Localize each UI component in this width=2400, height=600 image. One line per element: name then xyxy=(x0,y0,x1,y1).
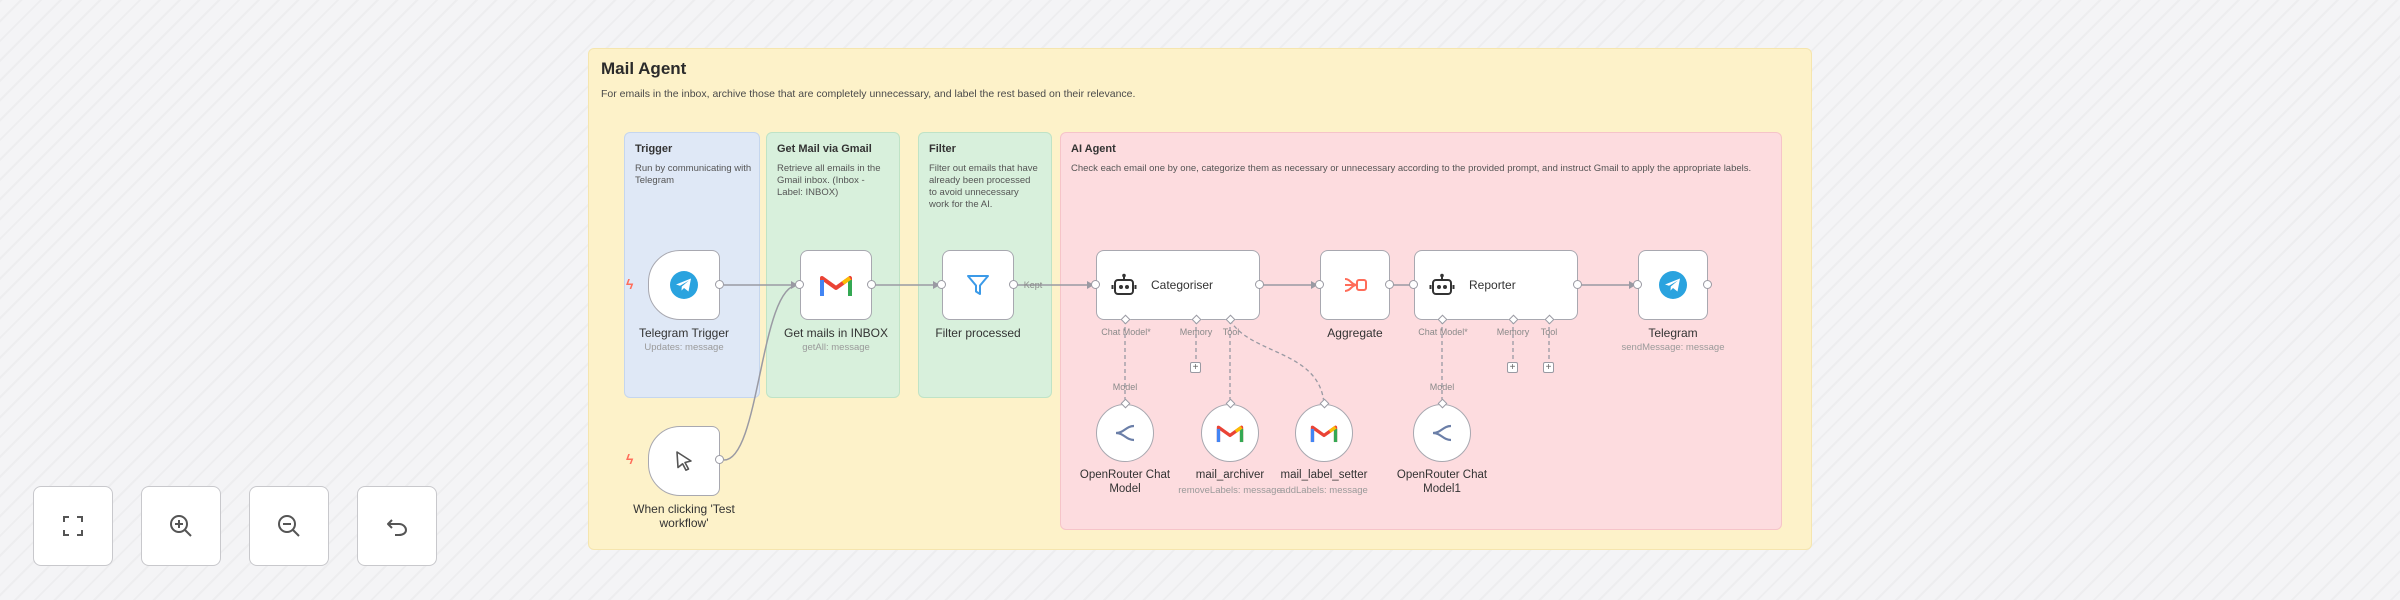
trigger-bolt-icon: ϟ xyxy=(626,276,634,292)
robot-icon xyxy=(1111,273,1137,295)
zoom-out-icon xyxy=(278,515,300,537)
arrowhead xyxy=(1311,281,1318,289)
sticky-ai-agent[interactable]: AI Agent Check each email one by one, ca… xyxy=(1060,132,1782,530)
node-label: Aggregate xyxy=(1327,326,1383,340)
output-port[interactable] xyxy=(867,280,876,289)
tool-port-label: Tool xyxy=(1222,327,1240,337)
connection-tool-mail-label-setter xyxy=(1229,319,1325,405)
filter-node[interactable] xyxy=(942,250,1014,320)
sticky-title: Filter xyxy=(929,143,956,155)
telegram-icon xyxy=(1659,271,1687,299)
memory-port-label: Memory xyxy=(1179,327,1213,337)
output-port[interactable] xyxy=(1255,280,1264,289)
openrouter-icon xyxy=(1115,424,1135,442)
add-memory-button[interactable]: + xyxy=(1507,362,1518,373)
node-label: mail_archiver xyxy=(1195,469,1265,481)
sticky-description: Retrieve all emails in the Gmail inbox. … xyxy=(777,163,881,198)
zoom-in-icon xyxy=(170,515,192,537)
node-label: When clicking 'Test workflow' xyxy=(633,502,735,530)
output-port[interactable] xyxy=(1385,280,1394,289)
reporter-agent-node[interactable]: Reporter xyxy=(1414,250,1578,320)
telegram-icon xyxy=(670,271,698,299)
undo-icon xyxy=(387,519,408,536)
input-port[interactable] xyxy=(1315,280,1324,289)
mail-archiver-tool-node[interactable] xyxy=(1201,404,1259,462)
node-label: Get mails in INBOX xyxy=(783,326,889,340)
input-port[interactable] xyxy=(1633,280,1642,289)
mail-label-setter-tool-node[interactable] xyxy=(1295,404,1353,462)
sticky-description: Filter out emails that have already been… xyxy=(929,163,1038,210)
sticky-title: Get Mail via Gmail xyxy=(777,143,872,155)
aggregate-node[interactable] xyxy=(1320,250,1390,320)
telegram-trigger-node[interactable] xyxy=(648,250,720,320)
fit-view-button[interactable] xyxy=(33,486,113,566)
input-port[interactable] xyxy=(937,280,946,289)
node-label: mail_label_setter xyxy=(1280,469,1368,481)
gmail-icon xyxy=(820,276,852,296)
node-label: OpenRouter Chat Model1 xyxy=(1396,469,1488,495)
output-port[interactable] xyxy=(1009,280,1018,289)
node-subtitle: getAll: message xyxy=(802,342,870,353)
telegram-send-node[interactable] xyxy=(1638,250,1708,320)
openrouter-model-node[interactable] xyxy=(1096,404,1154,462)
openrouter-icon xyxy=(1432,424,1452,442)
arrowhead xyxy=(1087,281,1094,289)
robot-icon xyxy=(1429,273,1455,295)
node-label: Categoriser xyxy=(1151,278,1214,292)
reset-zoom-button[interactable] xyxy=(357,486,437,566)
workflow-title: Mail Agent xyxy=(601,59,687,78)
trigger-bolt-icon: ϟ xyxy=(626,451,634,467)
zoom-out-button[interactable] xyxy=(249,486,329,566)
chat-model-port-label: Chat Model* xyxy=(1101,327,1151,337)
memory-port-label: Memory xyxy=(1496,327,1530,337)
input-port[interactable] xyxy=(795,280,804,289)
sticky-description: Run by communicating with Telegram xyxy=(635,163,752,186)
chat-model-port-label: Chat Model* xyxy=(1418,327,1468,337)
node-label: Telegram Trigger xyxy=(638,326,730,340)
sticky-title: Trigger xyxy=(635,143,673,155)
node-label: Reporter xyxy=(1469,278,1516,292)
fit-view-icon xyxy=(63,516,83,536)
manual-trigger-node[interactable] xyxy=(648,426,720,496)
node-label: Telegram xyxy=(1648,326,1698,340)
output-port[interactable] xyxy=(1703,280,1712,289)
node-subtitle: removeLabels: message xyxy=(1178,485,1282,496)
sticky-title: AI Agent xyxy=(1071,143,1116,155)
model-label: Model xyxy=(1429,382,1455,392)
openrouter-model-node[interactable] xyxy=(1413,404,1471,462)
aggregate-icon xyxy=(1344,278,1367,292)
connection-manual-trigger-to-gmail xyxy=(723,284,799,461)
tool-port-label: Tool xyxy=(1540,327,1558,337)
add-memory-button[interactable]: + xyxy=(1190,362,1201,373)
arrowhead xyxy=(1629,281,1636,289)
node-label: Filter processed xyxy=(935,326,1021,340)
add-tool-button[interactable]: + xyxy=(1543,362,1554,373)
filter-icon xyxy=(967,275,989,295)
arrowhead xyxy=(933,281,940,289)
input-port[interactable] xyxy=(1409,280,1418,289)
input-port[interactable] xyxy=(1091,280,1100,289)
model-label: Model xyxy=(1112,382,1138,392)
zoom-in-button[interactable] xyxy=(141,486,221,566)
node-subtitle: Updates: message xyxy=(644,342,724,353)
output-port[interactable] xyxy=(1573,280,1582,289)
arrowhead xyxy=(791,281,798,289)
output-port[interactable] xyxy=(715,455,724,464)
workflow-description: For emails in the inbox, archive those t… xyxy=(601,88,1136,100)
node-subtitle: addLabels: message xyxy=(1280,485,1368,496)
gmail-icon xyxy=(1216,425,1244,443)
sticky-description: Check each email one by one, categorize … xyxy=(1071,163,1752,174)
output-port[interactable] xyxy=(715,280,724,289)
gmail-icon xyxy=(1310,425,1338,443)
gmail-get-node[interactable] xyxy=(800,250,872,320)
node-subtitle: sendMessage: message xyxy=(1621,342,1725,353)
categoriser-agent-node[interactable]: Categoriser xyxy=(1096,250,1260,320)
kept-branch-label: Kept xyxy=(1023,280,1043,290)
cursor-icon xyxy=(676,451,692,471)
node-label: OpenRouter Chat Model xyxy=(1079,469,1171,495)
